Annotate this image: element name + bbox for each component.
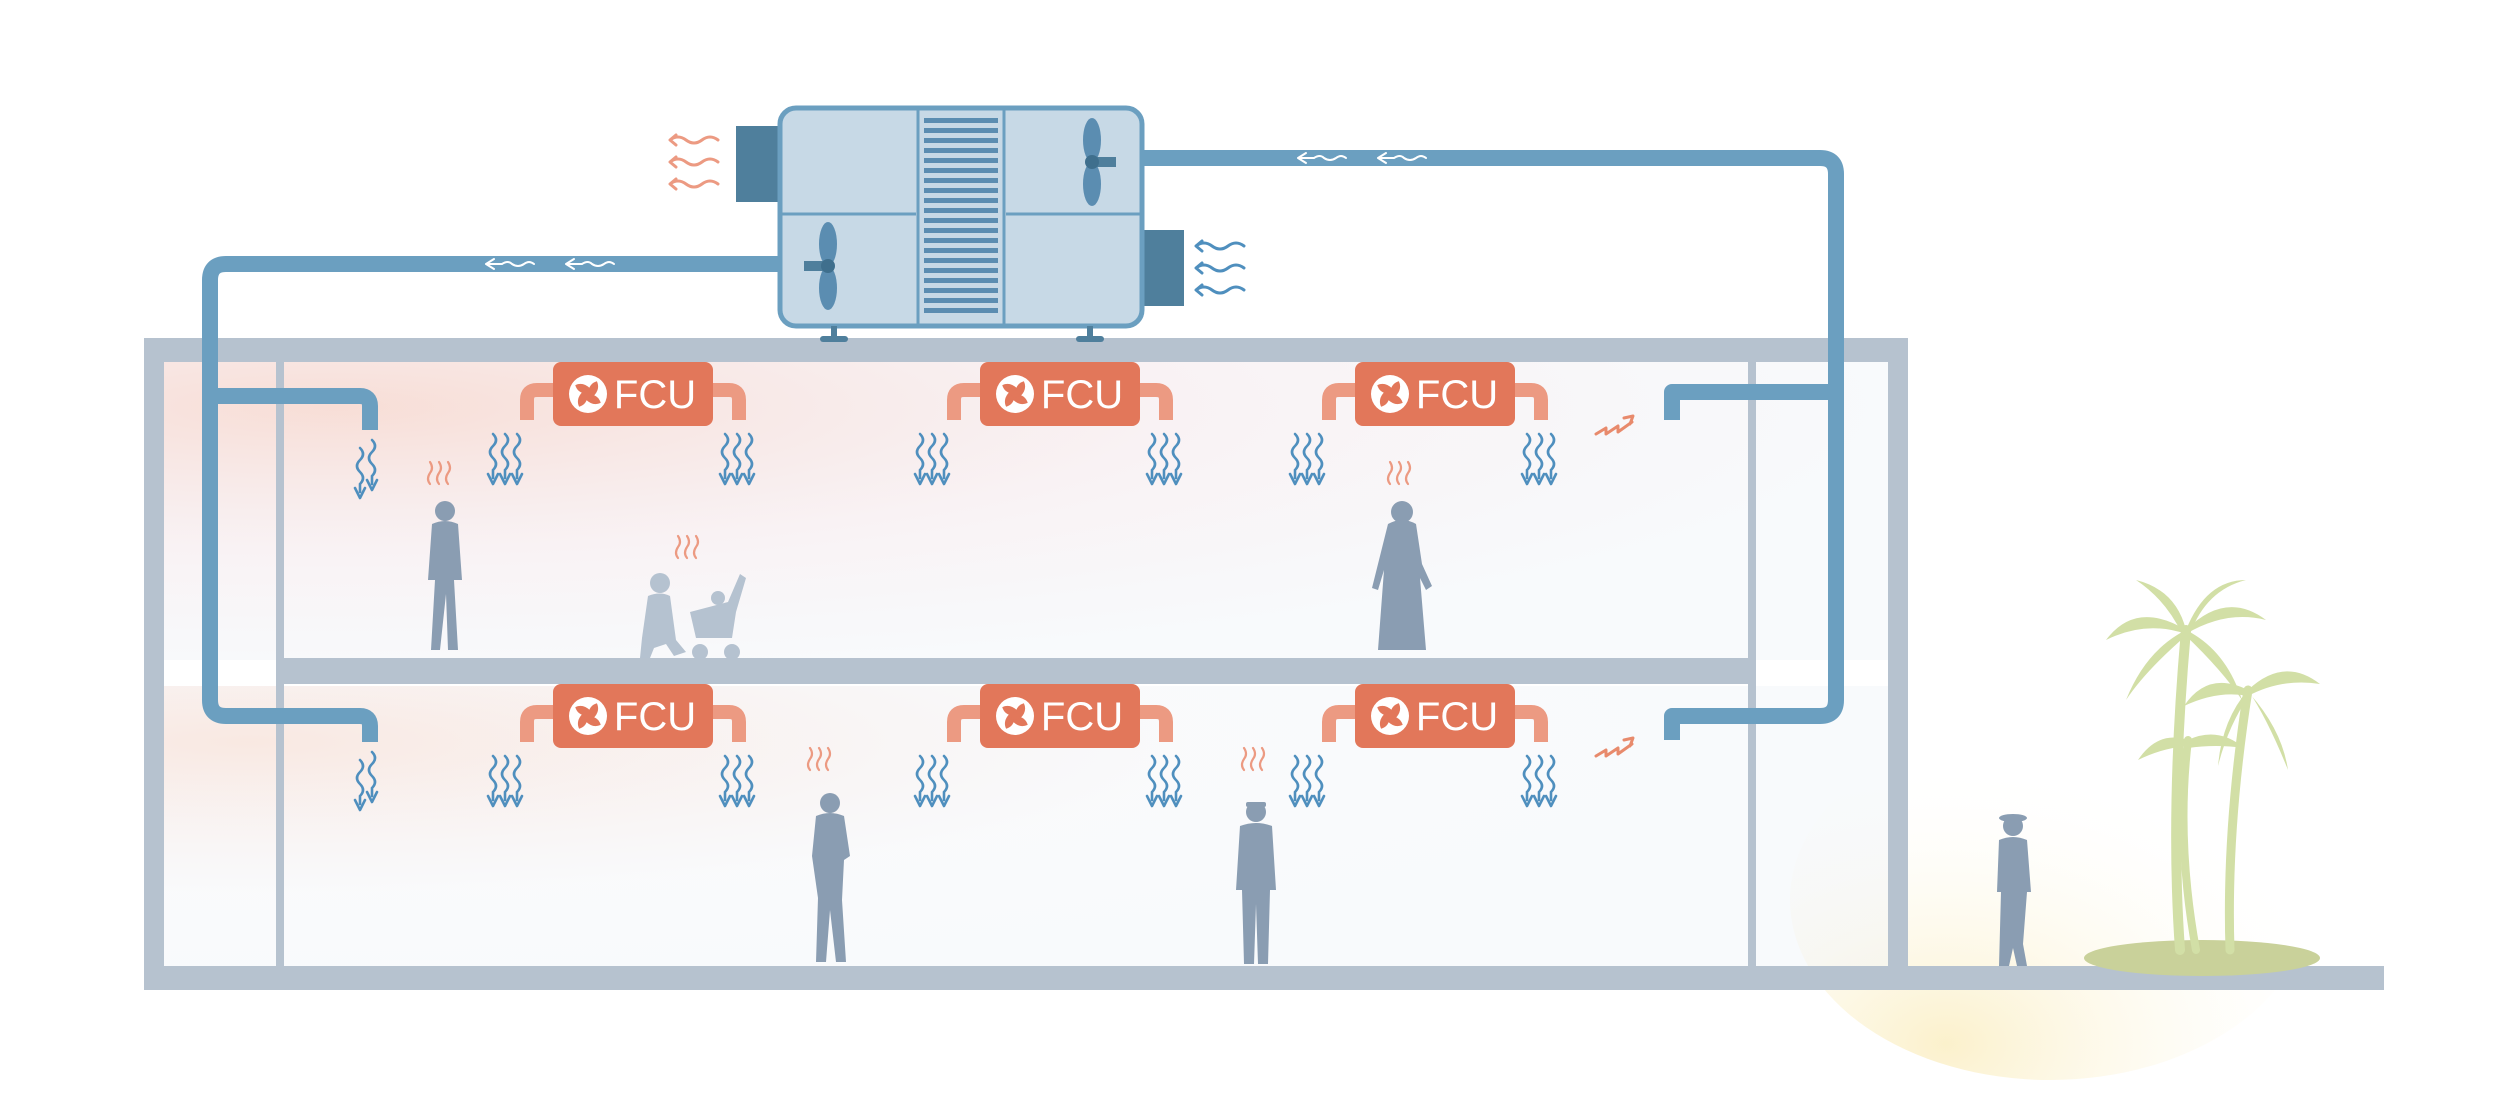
fan-coil-icon [1371, 375, 1409, 413]
person-standing-woman [1372, 501, 1432, 650]
fcu-label: FCU [1416, 373, 1498, 417]
palm-tree-icon [2084, 580, 2320, 976]
left-wall [144, 338, 164, 990]
right-wall [1888, 338, 1908, 990]
parent-with-stroller [640, 573, 746, 660]
fcu-unit: FCU [915, 362, 1181, 484]
person-on-phone [812, 793, 850, 962]
fcu-label: FCU [1041, 695, 1123, 739]
supply-duct [202, 256, 785, 742]
ahu-casing [777, 105, 1145, 329]
return-duct [1140, 150, 1844, 740]
person-walking-upper [428, 501, 462, 650]
ground-slab [144, 966, 2384, 990]
fcu-unit: FCU [915, 684, 1181, 806]
fcu-label: FCU [614, 373, 696, 417]
right-column [1748, 362, 1756, 966]
fcu-unit: FCU [1290, 362, 1556, 484]
fan-coil-icon [996, 697, 1034, 735]
fan-coil-units: FCU FCU FCU FCU FCU FCU [488, 362, 1556, 806]
person-outdoor-hat [1997, 814, 2031, 966]
fcu-label: FCU [1416, 695, 1498, 739]
roof-slab [144, 338, 1908, 362]
fcu-unit: FCU [1290, 684, 1556, 806]
return-branch-upper [1664, 384, 1836, 420]
outdoor-air-stub [736, 126, 784, 202]
middle-slab [284, 658, 1752, 684]
fcu-label: FCU [1041, 373, 1123, 417]
left-column [276, 362, 284, 966]
fan-coil-icon [569, 697, 607, 735]
person-with-cap [1236, 802, 1276, 964]
return-fan-icon [1083, 118, 1116, 206]
fan-coil-icon [996, 375, 1034, 413]
fresh-air-wisps [1194, 239, 1246, 297]
ductwork [202, 150, 1844, 742]
fcu-unit: FCU [488, 684, 754, 806]
supply-branch-upper [210, 388, 378, 430]
fan-coil-icon [1371, 697, 1409, 735]
exhaust-air-wisps [668, 133, 720, 191]
fcu-unit: FCU [488, 362, 754, 484]
exhaust-stub [1140, 230, 1184, 306]
fan-coil-icon [569, 375, 607, 413]
fcu-label: FCU [614, 695, 696, 739]
heat-exchanger-coil [924, 118, 998, 313]
air-handling-unit [736, 105, 1184, 342]
building-structure [144, 338, 2384, 990]
supply-fan-icon [804, 222, 837, 310]
occupants [428, 501, 2031, 966]
